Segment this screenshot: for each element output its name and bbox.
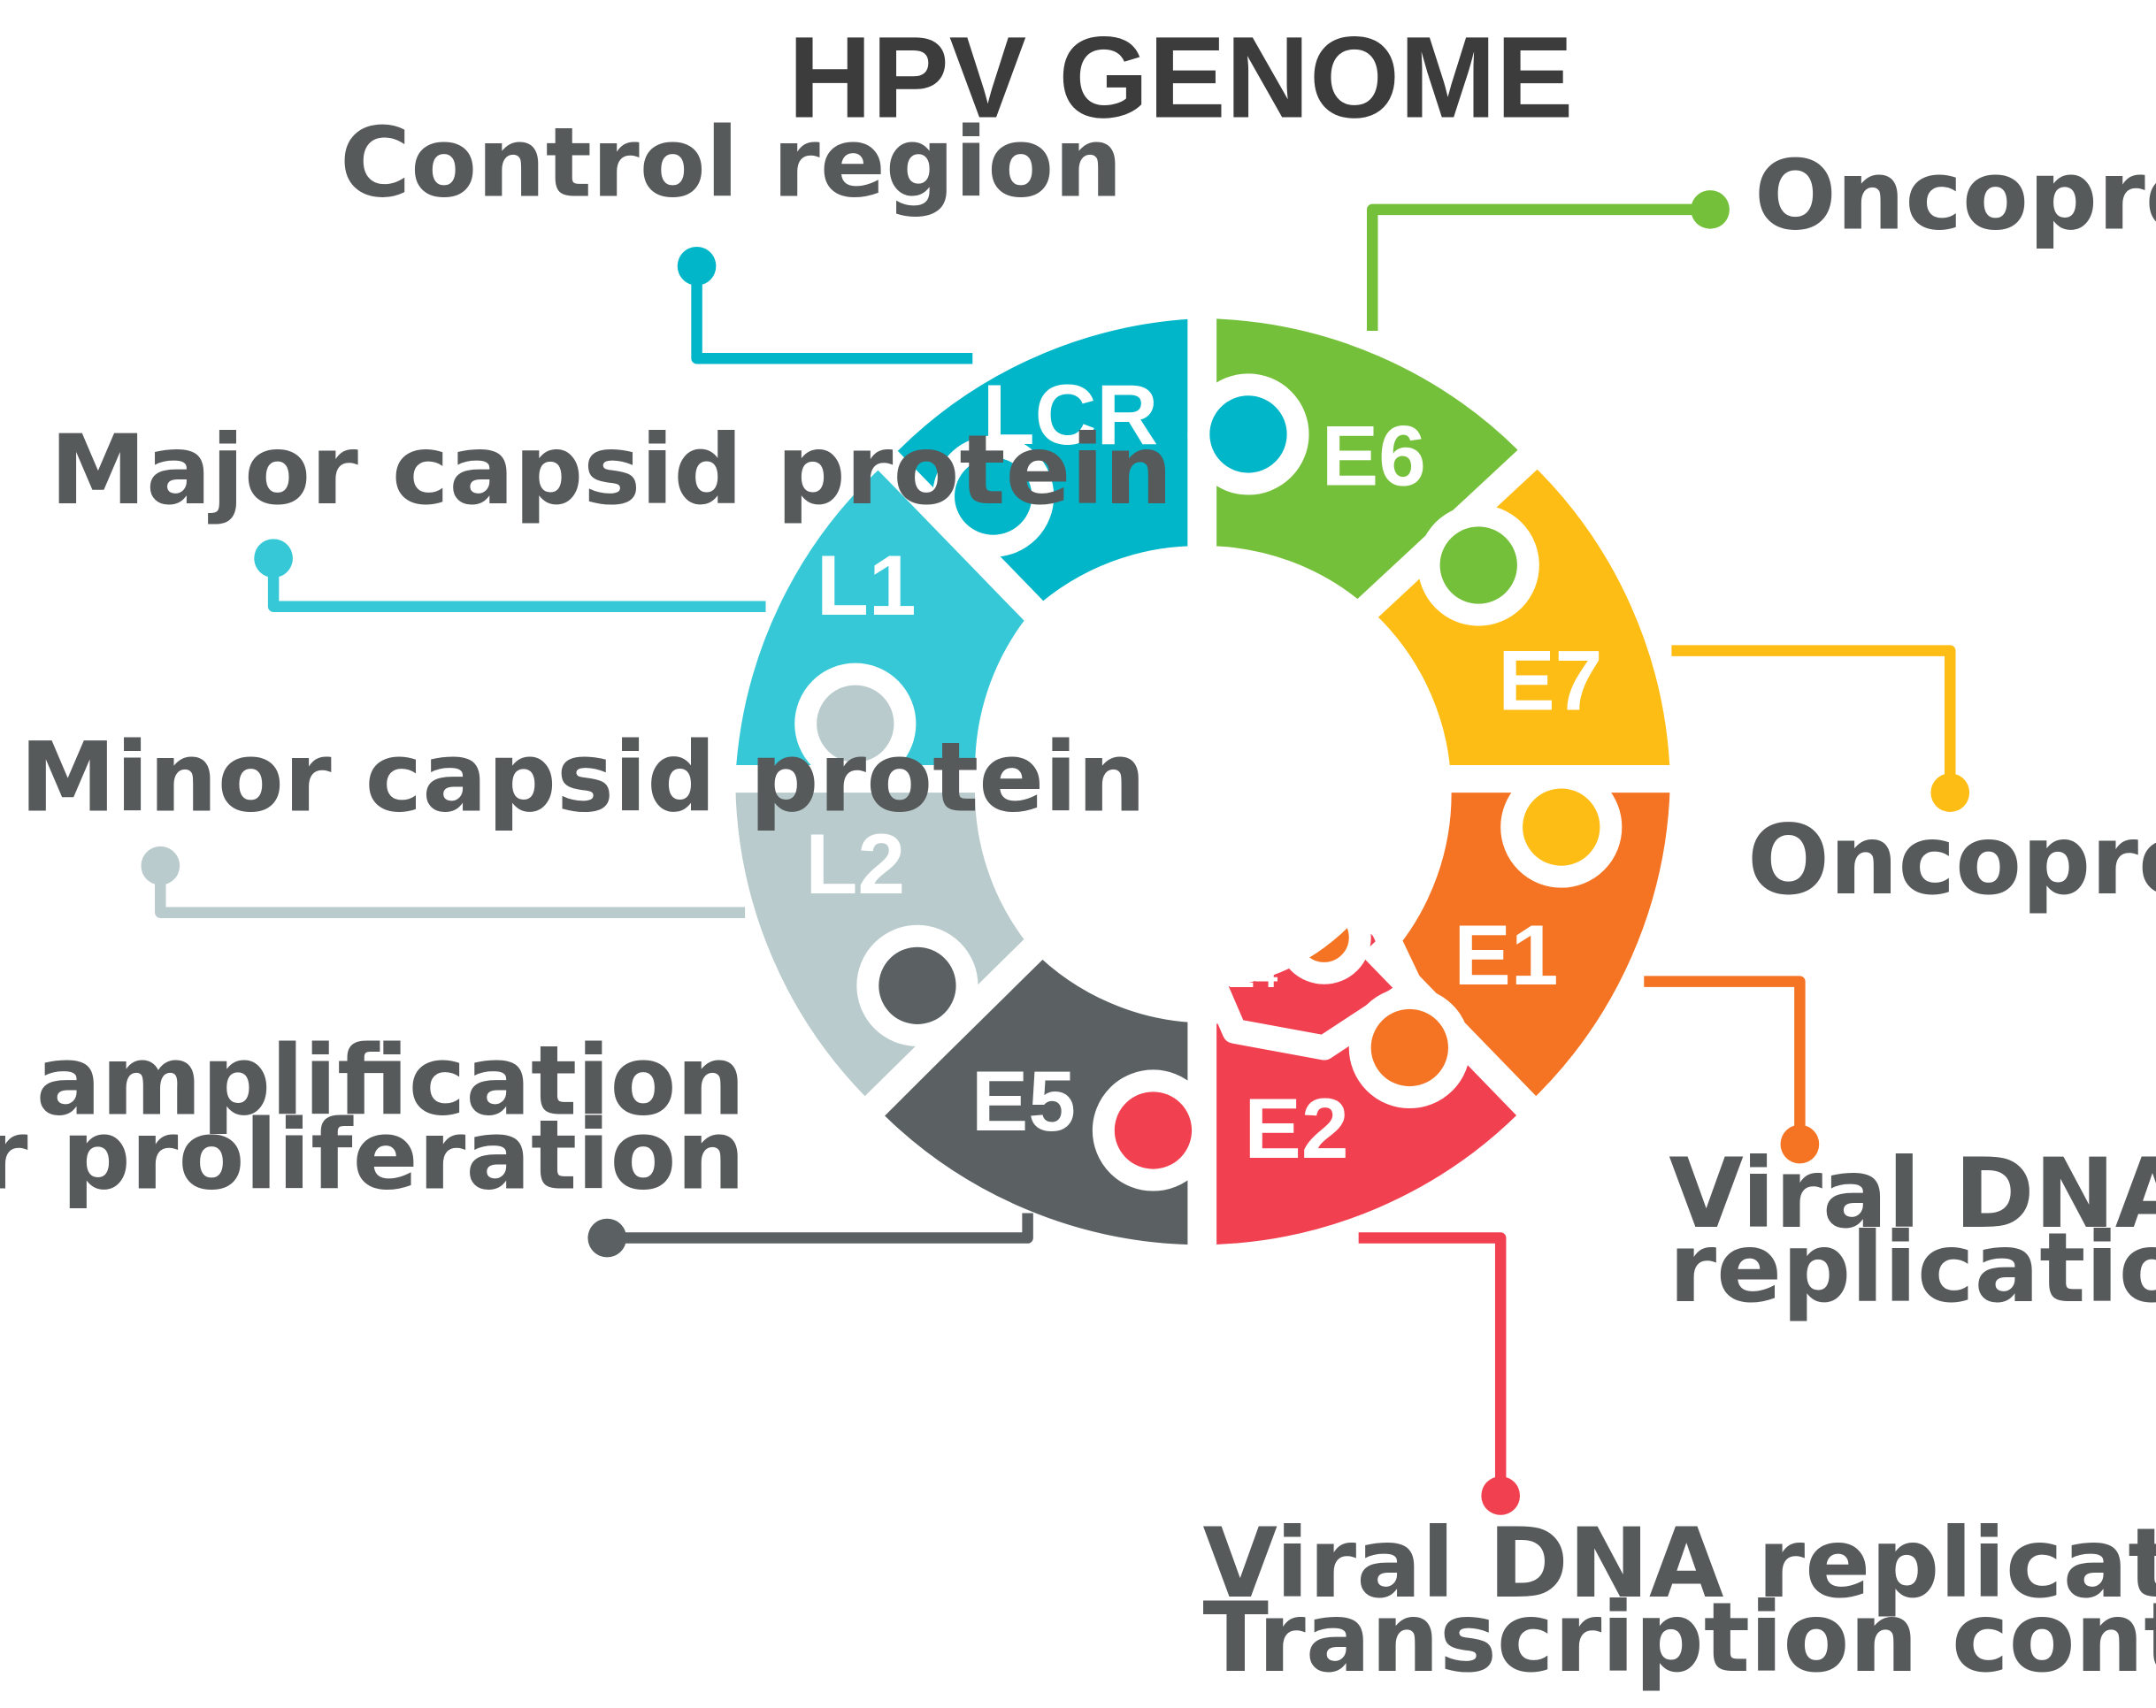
e7-leader-line: [1671, 645, 1956, 793]
e7-leader-dot: [1930, 773, 1970, 812]
lcr-leader-line: [691, 265, 973, 364]
lcr-puzzle-tab: [932, 435, 1055, 557]
e1-label: E1: [1454, 908, 1558, 1003]
e1-leader-dot: [1780, 1124, 1820, 1164]
l2-description: Minor capsid protein: [19, 721, 1146, 833]
e1-description-line-2: replication: [1669, 1212, 2156, 1324]
e1-leader-line: [1644, 976, 1806, 1145]
l2-puzzle-tab: [794, 663, 917, 785]
e6-leader-line: [1367, 203, 1711, 332]
l1-leader-dot: [254, 539, 293, 578]
e2-leader-line: [1358, 1232, 1507, 1496]
e5-leader-line: [607, 1213, 1033, 1244]
e1-description-line-1: Viral DNA: [1669, 1137, 2156, 1250]
e1-puzzle-tab: [1348, 986, 1470, 1109]
leader-lines: [141, 190, 1970, 1515]
l2-label: L2: [805, 817, 905, 912]
e7-puzzle-tab: [1500, 766, 1623, 888]
e5-label: E5: [971, 1054, 1076, 1149]
e2-puzzle-tab: [1092, 1069, 1215, 1191]
genome-ring: LCR E6 E7 E1 E2 E5 L2 L1 E4: [703, 289, 1699, 1271]
e5-description-line-1: Genome amplification: [0, 1024, 745, 1137]
lcr-e6-puzzle-tab: [1187, 373, 1309, 495]
e6-segment: [1187, 293, 1550, 629]
lcr-label: LCR: [983, 368, 1159, 463]
e5-leader-dot: [587, 1218, 627, 1258]
l1-description: Major capsid protein: [50, 414, 1173, 526]
e5-puzzle-tab: [856, 924, 978, 1046]
e4-label: E4: [1227, 950, 1277, 996]
ring-center: [990, 569, 1410, 989]
l1-leader-line: [267, 558, 766, 612]
l2-leader-dot: [141, 846, 180, 885]
e2-description-line-2: Transcription control: [1203, 1582, 2156, 1694]
e5-description-line-2: Cellular proliferation: [0, 1099, 745, 1211]
l2-leader-line: [155, 865, 746, 918]
e2-description-line-1: Viral DNA replication: [1203, 1507, 2156, 1620]
e2-leader-dot: [1481, 1476, 1521, 1515]
e6-description: Oncoprotein: [1754, 140, 2156, 252]
e2-label: E2: [1244, 1082, 1348, 1176]
l1-label: L1: [817, 539, 917, 633]
e7-label: E7: [1498, 634, 1602, 729]
e7-description: Oncoprotein: [1747, 804, 2156, 916]
diagram-title: HPV GENOME: [788, 11, 1573, 142]
lcr-description: Control region: [340, 106, 1123, 218]
descriptions: Control region Oncoprotein Oncoprotein V…: [0, 106, 2156, 1694]
e6-label: E6: [1322, 410, 1426, 504]
e7-segment: [1346, 439, 1695, 792]
e6-puzzle-tab: [1417, 504, 1539, 626]
e6-leader-dot: [1691, 190, 1730, 229]
lcr-leader-dot: [677, 246, 717, 286]
